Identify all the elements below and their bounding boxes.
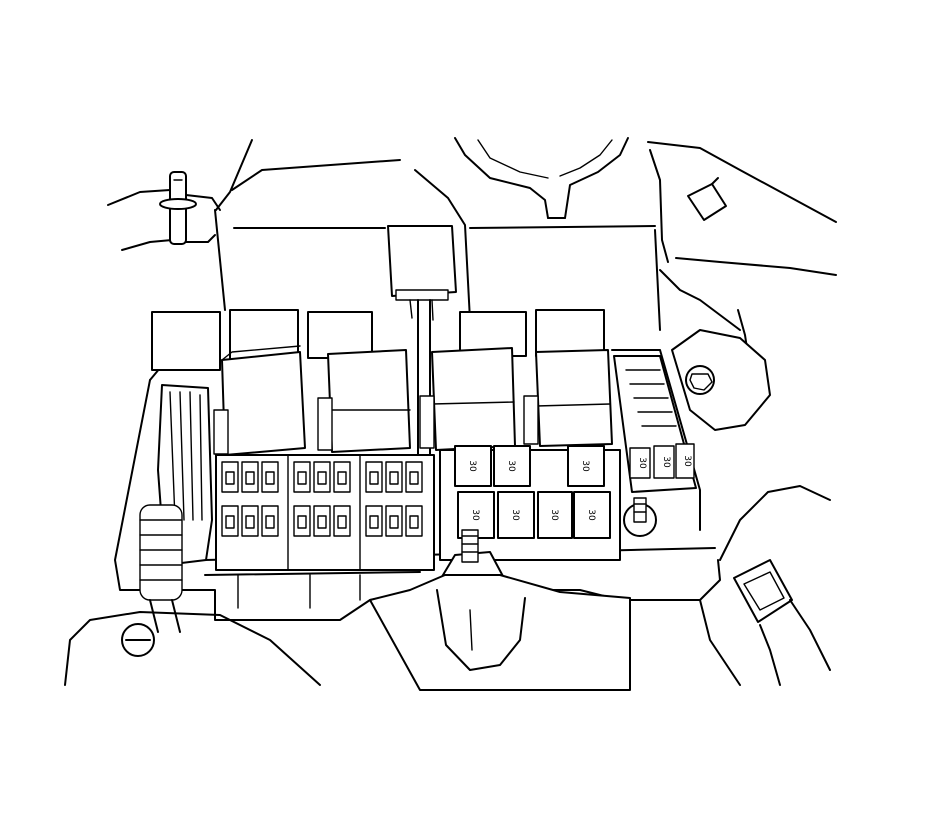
maxi-fuse	[573, 491, 611, 539]
engine-bay-outline	[214, 139, 661, 331]
relay-front-3	[419, 347, 516, 451]
maxi-fuse	[493, 445, 531, 487]
maxi-fuse	[537, 491, 573, 539]
relay-back-3	[307, 311, 373, 359]
cable-clip-right	[687, 183, 727, 221]
fuse-label: 30	[682, 455, 692, 467]
upper-bracket	[454, 137, 629, 219]
fuse-label: 30	[549, 509, 559, 521]
ground-bracket	[671, 329, 771, 431]
mini-fuse-window	[337, 471, 347, 485]
mini-fuse-window	[317, 515, 327, 529]
mini-fuse-window	[265, 515, 275, 529]
fusible-link	[629, 447, 651, 479]
left-harness	[107, 171, 221, 251]
fusible-link-strip: 30 30 30	[613, 355, 697, 493]
maxi-fuse	[454, 445, 492, 487]
reservoir	[64, 611, 321, 686]
relay-front-1	[213, 345, 306, 456]
fuse-label: 30	[467, 460, 477, 472]
relay-back-5	[535, 309, 605, 357]
mini-fuse-window	[225, 471, 235, 485]
right-component	[699, 485, 831, 686]
fuse-label: 30	[580, 460, 590, 472]
mini-fuse-window	[245, 471, 255, 485]
mini-fuse-window	[317, 471, 327, 485]
mini-fuse-window	[369, 515, 379, 529]
cable-channel	[369, 574, 631, 691]
relay-front-2	[317, 349, 411, 453]
mini-fuse-window	[245, 515, 255, 529]
removed-relay	[387, 225, 457, 456]
fuse-label: 30	[506, 460, 516, 472]
mini-fuse-window	[297, 471, 307, 485]
mini-fuse-window	[369, 471, 379, 485]
mini-fuse-window	[337, 515, 347, 529]
mini-fuse-window	[265, 471, 275, 485]
mini-fuse-window	[297, 515, 307, 529]
relay-back-1	[151, 311, 221, 371]
fuse-label: 30	[470, 509, 480, 521]
battery-stud-right	[623, 497, 657, 537]
fuse-label: 30	[586, 509, 596, 521]
relay-front-4	[523, 349, 613, 447]
fusible-link	[675, 443, 695, 479]
harness-connector	[139, 384, 213, 633]
fuse-label: 30	[510, 509, 520, 521]
fusible-link	[653, 445, 675, 479]
mini-fuse-window	[225, 515, 235, 529]
maxi-fuse	[567, 445, 605, 487]
fuse-label: 30	[661, 456, 671, 468]
maxi-fuse	[497, 491, 535, 539]
fuse-label: 30	[637, 457, 647, 469]
connector-clip	[733, 559, 793, 623]
mini-fuse-window	[389, 515, 399, 529]
mini-fuse-block	[215, 454, 435, 571]
front-row-relays	[213, 345, 613, 456]
mini-fuse-window	[409, 515, 419, 529]
mini-fuse-window	[409, 471, 419, 485]
mini-fuse-window	[389, 471, 399, 485]
right-harness	[647, 141, 837, 356]
